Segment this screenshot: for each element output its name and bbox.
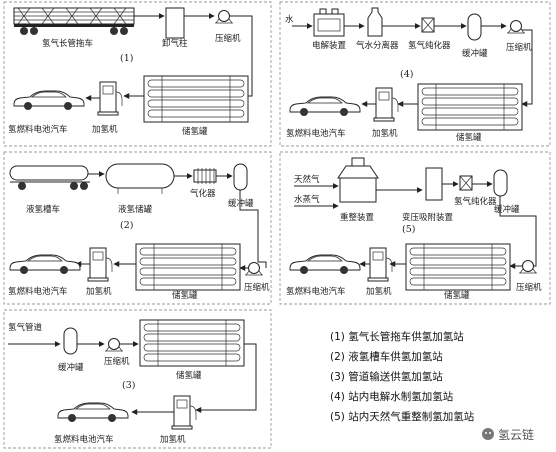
electrolyzer-label: 电解装置 (312, 40, 347, 51)
compressor-icon (104, 338, 124, 352)
storage-rack-icon (139, 319, 245, 367)
purifier-icon (459, 175, 473, 191)
buffer-label: 缓冲罐 (228, 198, 254, 209)
reformer-label: 重整装置 (340, 212, 375, 223)
panel-5-number: (5) (402, 224, 415, 235)
psa-label: 变压吸附装置 (402, 212, 454, 223)
car-icon (13, 90, 85, 111)
storage-rack-icon (417, 83, 523, 131)
separator-icon (367, 7, 383, 37)
dispenser-label: 加氢机 (372, 128, 398, 139)
purifier-label: 氢气纯化器 (454, 196, 497, 207)
purifier-label: 氢气纯化器 (408, 40, 451, 51)
legend-item-4: (4) 站内电解水制氢加氢站 (330, 390, 454, 403)
panel-2: 液氢槽车 液氢储罐 气化器 缓冲罐 (2) 压缩机 氢燃料电池汽车 (8, 163, 270, 301)
storage-label: 储氢罐 (182, 126, 208, 137)
storage-rack-icon (405, 243, 511, 291)
compressor-icon (244, 262, 264, 276)
panel-3-number: (3) (122, 380, 135, 391)
compressor-icon (506, 20, 526, 34)
dispenser-label: 加氢机 (160, 434, 186, 445)
car-icon (57, 402, 129, 423)
wechat-icon (482, 428, 494, 440)
buffer-tank-icon (493, 169, 508, 197)
tanker-label: 液氢槽车 (26, 204, 60, 215)
compressor-icon (214, 10, 234, 24)
liquid-tanker-icon (9, 165, 90, 190)
car-label: 氢燃料电池汽车 (8, 124, 68, 135)
dispenser-label: 加氢机 (86, 286, 112, 297)
panel-3-frame (3, 309, 272, 449)
purifier-icon (421, 17, 435, 33)
watermark: 氢云链 (482, 427, 534, 442)
panel-5-frame (279, 151, 551, 305)
buffer-tank-icon (233, 163, 248, 191)
pipeline-label: 氢气管道 (8, 322, 43, 333)
compressor-label: 压缩机 (215, 33, 241, 44)
dispenser-icon (373, 87, 399, 122)
panel-2-frame (3, 151, 272, 305)
storage-label: 储氢罐 (444, 290, 470, 301)
unloading-post-icon (165, 7, 185, 39)
panel-4-frame (279, 1, 551, 147)
compressor-icon (518, 260, 538, 274)
storage-label: 储氢罐 (456, 132, 482, 143)
reformer-icon (337, 157, 379, 203)
dispenser-icon (97, 81, 123, 116)
car-icon (9, 254, 81, 275)
car-label: 氢燃料电池汽车 (286, 286, 346, 297)
dispenser-icon (367, 247, 393, 282)
dispenser-icon (87, 247, 113, 282)
car-icon (289, 96, 361, 117)
buffer-tank-icon (467, 13, 482, 41)
panel-3: 氢气管道 缓冲罐 压缩机 储氢罐 (3) 氢燃料电池汽车 加氢机 (8, 319, 257, 445)
car-label: 氢燃料电池汽车 (286, 128, 346, 139)
compressor-label: 压缩机 (104, 356, 130, 367)
buffer-label: 缓冲罐 (494, 204, 520, 215)
car-icon (289, 254, 361, 275)
compressor-label: 压缩机 (516, 282, 542, 293)
legend-item-1: (1) 氢气长管拖车供氢加氢站 (330, 330, 464, 343)
legend-item-5: (5) 站内天然气重整制氢加氢站 (330, 410, 475, 423)
liquid-tank-icon (105, 163, 175, 194)
car-label: 氢燃料电池汽车 (8, 286, 68, 297)
trailer-label: 氢气长管拖车 (42, 38, 93, 49)
panel-1-frame (3, 1, 272, 147)
storage-rack-icon (143, 75, 249, 123)
panel-5: 天然气 水蒸气 重整装置 变压吸附装置 氢气纯化器 缓冲罐 (5) 压缩机 氢燃… (286, 157, 542, 301)
steam-label: 水蒸气 (294, 194, 320, 205)
compressor-label: 压缩机 (506, 42, 532, 53)
panel-1-number: (1) (120, 53, 133, 64)
liquid-tank-label: 液氢储罐 (118, 204, 153, 215)
dispenser-label: 加氢机 (92, 124, 118, 135)
legend-item-3: (3) 管道输送供氢加氢站 (330, 370, 443, 383)
buffer-tank-icon (63, 327, 78, 355)
dispenser-label: 加氢机 (366, 286, 392, 297)
buffer-label: 缓冲罐 (58, 362, 84, 373)
panel-4-number: (4) (400, 69, 413, 80)
vaporizer-label: 气化器 (190, 188, 216, 199)
unloading-post-label: 卸气柱 (162, 38, 188, 49)
dispenser-icon (171, 395, 197, 430)
natural-gas-label: 天然气 (294, 174, 320, 185)
electrolyzer-icon (313, 8, 345, 37)
compressor-label: 压缩机 (244, 282, 270, 293)
tube-trailer-icon (13, 7, 135, 35)
separator-label: 气水分离器 (356, 40, 399, 51)
buffer-label: 缓冲罐 (462, 48, 488, 59)
panel-4: 水 电解装置 气水分离器 氢气纯化器 缓冲罐 压缩机 (4) 氢燃料电池汽车 加… (285, 7, 533, 143)
legend: (1) 氢气长管拖车供氢加氢站 (2) 液氢槽车供氢加氢站 (3) 管道输送供氢… (330, 330, 475, 423)
storage-label: 储氢罐 (172, 290, 198, 301)
water-label: 水 (285, 14, 294, 25)
car-label: 氢燃料电池汽车 (54, 434, 114, 445)
watermark-text: 氢云链 (498, 427, 534, 442)
panel-2-number: (2) (120, 220, 133, 231)
legend-item-2: (2) 液氢槽车供氢加氢站 (330, 350, 443, 363)
storage-rack-icon (135, 243, 241, 291)
vaporizer-icon (193, 168, 217, 184)
psa-icon (425, 167, 443, 201)
storage-label: 储氢罐 (176, 370, 202, 381)
panel-1: 氢气长管拖车 卸气柱 压缩机 (1) 氢燃料电池汽车 加氢机 储氢罐 (8, 7, 253, 137)
